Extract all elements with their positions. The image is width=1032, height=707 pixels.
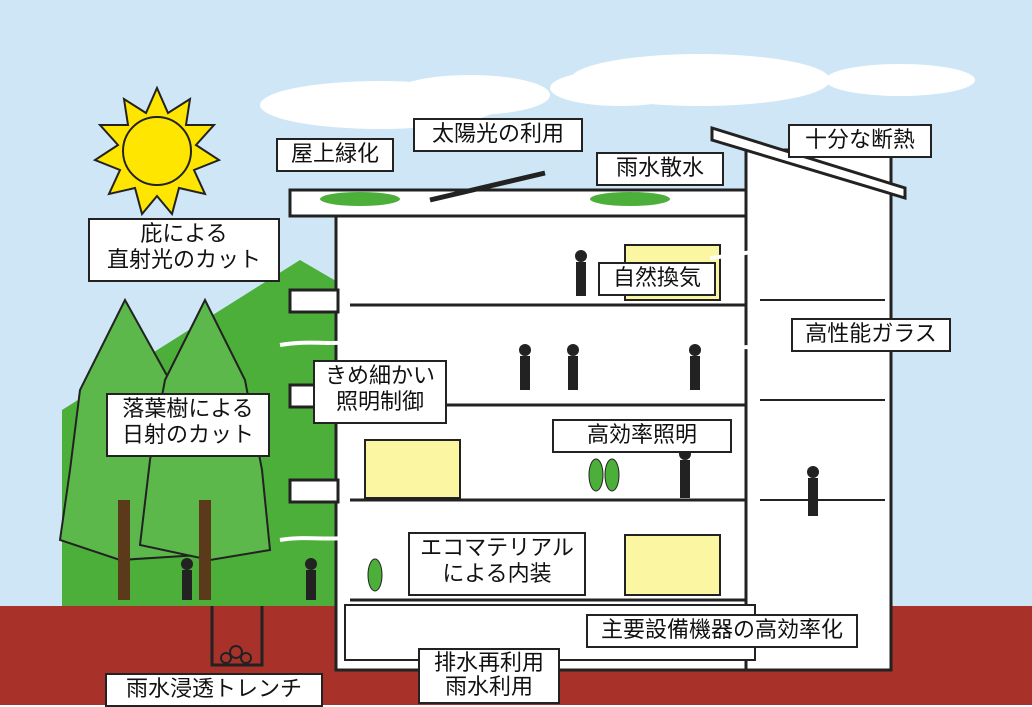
label-high-perf-glass: 高性能ガラス (791, 318, 951, 352)
sun-icon (92, 85, 222, 217)
label-lighting-control-line2: 照明制御 (335, 390, 424, 415)
label-eco-material: エコマテリアル による内装 (408, 532, 586, 596)
label-deciduous-trees: 落葉樹による 日射のカット (106, 393, 270, 457)
label-natural-ventilation: 自然換気 (598, 262, 716, 296)
label-eco-material-line1: エコマテリアル (420, 536, 574, 561)
label-water-reuse: 排水再利用 雨水利用 (418, 648, 560, 704)
arrow-icon (279, 194, 801, 542)
label-eaves-line1: 庇による (140, 222, 228, 247)
infiltration-trench (210, 606, 264, 667)
label-eaves-line2: 直射光のカット (106, 248, 261, 273)
label-lighting-control-line1: きめ細かい (324, 364, 435, 389)
label-deciduous-trees-line1: 落葉樹による (122, 397, 254, 422)
label-solar-use: 太陽光の利用 (413, 118, 583, 152)
label-eaves: 庇による 直射光のカット (88, 218, 280, 282)
label-water-reuse-line2: 雨水利用 (444, 675, 533, 700)
label-water-reuse-line1: 排水再利用 (433, 651, 544, 676)
plant-icon (367, 458, 620, 592)
label-deciduous-trees-line2: 日射のカット (121, 423, 254, 448)
label-insulation: 十分な断熱 (788, 124, 932, 158)
label-infiltration-trench: 雨水浸透トレンチ (105, 673, 323, 707)
label-eco-material-line2: による内装 (442, 562, 552, 587)
label-rainwater-sprinkling: 雨水散水 (596, 152, 724, 186)
cloud-icon (260, 54, 975, 129)
label-efficient-lighting: 高効率照明 (552, 419, 732, 453)
person-icon (181, 250, 819, 600)
rooftop-greenery (320, 192, 670, 206)
label-lighting-control: きめ細かい 照明制御 (313, 360, 447, 424)
label-equipment-efficiency: 主要設備機器の高効率化 (586, 614, 858, 648)
label-rooftop-greening: 屋上緑化 (276, 138, 394, 172)
solar-panel (429, 170, 546, 203)
